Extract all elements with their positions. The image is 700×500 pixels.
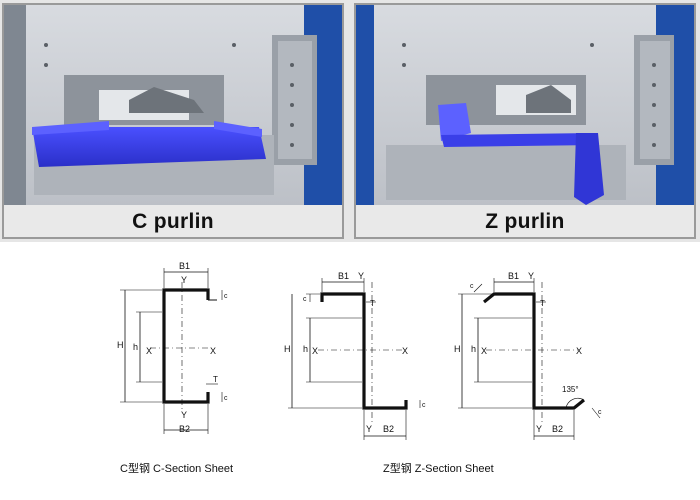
c-label-y-bottom: Y [181, 410, 187, 420]
z-section-drawing [288, 278, 421, 440]
z-profile-outline [320, 292, 408, 410]
z-label-x-left: X [312, 346, 318, 356]
z-section-caption: Z型钢 Z-Section Sheet [383, 463, 494, 475]
c-label-y-top: Y [181, 275, 187, 285]
z-label-h-inner: h [303, 344, 308, 354]
za-label-x-left: X [481, 346, 487, 356]
z-purlin-machine-illustration [356, 5, 694, 237]
za-label-y-bottom: Y [536, 424, 542, 434]
c-label-c-bottom: c [224, 395, 228, 402]
z-label-t: T [370, 299, 375, 308]
za-label-x-right: X [576, 346, 582, 356]
z-label-b2: B2 [383, 424, 394, 434]
z-angled-section-drawing [458, 278, 601, 440]
photo-row: C purlin Z purlin [0, 0, 700, 242]
z-purlin-photo: Z purlin [354, 3, 696, 239]
z-label-x-right: X [402, 346, 408, 356]
c-section-caption: C型钢 C-Section Sheet [120, 463, 234, 475]
c-purlin-caption: C purlin [4, 207, 342, 237]
c-label-x-right: X [210, 346, 216, 356]
za-label-t: T [540, 299, 545, 308]
c-label-h-inner: h [133, 342, 138, 352]
z-label-y-top: Y [358, 271, 364, 281]
section-drawings: B1 Y c H h X X T c Y B2 B1 Y c T H h X X… [117, 261, 602, 440]
z-label-b1: B1 [338, 271, 349, 281]
z-label-c-bottom: c [422, 402, 426, 409]
za-label-h-outer: H [454, 344, 461, 354]
c-label-x-left: X [146, 346, 152, 356]
z-purlin-caption: Z purlin [356, 207, 694, 237]
za-label-c-top: c [470, 283, 474, 290]
c-label-h-outer: H [117, 340, 124, 350]
c-purlin-photo: C purlin [2, 3, 344, 239]
c-label-c-top: c [224, 293, 228, 300]
za-label-b2: B2 [552, 424, 563, 434]
z-label-c-top: c [303, 296, 307, 303]
z-purlin-profile [438, 103, 604, 205]
c-section-drawing [120, 268, 223, 434]
z-label-y-bottom: Y [366, 424, 372, 434]
z-angled-profile-outline [483, 292, 585, 410]
za-label-b1: B1 [508, 271, 519, 281]
c-label-t: T [213, 375, 218, 384]
za-label-c-bottom: c [598, 409, 602, 416]
c-label-b2: B2 [179, 424, 190, 434]
za-label-h-inner: h [471, 344, 476, 354]
c-label-b1: B1 [179, 261, 190, 271]
z-label-h-outer: H [284, 344, 291, 354]
c-purlin-profile [32, 121, 266, 167]
za-label-y-top: Y [528, 271, 534, 281]
c-purlin-machine-illustration [4, 5, 342, 237]
za-label-angle: 135° [562, 385, 579, 394]
c-profile-outline [162, 288, 210, 404]
